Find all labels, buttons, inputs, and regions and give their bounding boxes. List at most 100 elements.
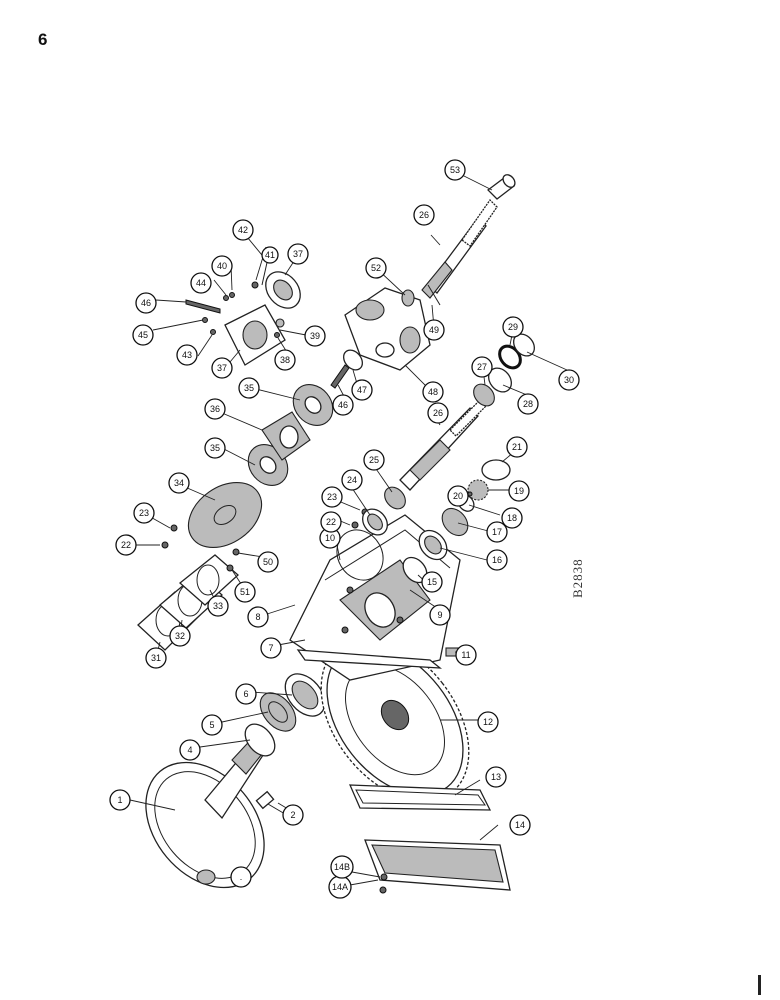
large-gear-part	[320, 637, 470, 803]
callout-17: 17	[486, 521, 508, 543]
svg-text:11: 11	[461, 650, 470, 660]
svg-text:14: 14	[515, 820, 525, 830]
callout-35b: 35	[238, 377, 260, 399]
callout-30: 30	[558, 369, 580, 391]
screw-part-14a	[379, 886, 387, 894]
svg-text:25: 25	[369, 455, 379, 465]
svg-text:31: 31	[151, 653, 161, 663]
screw-part-22b	[351, 521, 359, 529]
housing-part	[289, 514, 461, 681]
svg-text:21: 21	[512, 442, 522, 452]
svg-text:34: 34	[174, 478, 184, 488]
svg-text:51: 51	[240, 587, 250, 597]
sleeve-part-53	[487, 174, 516, 200]
axle-shaft-part-26b	[421, 198, 498, 299]
callout-12: 12	[477, 711, 499, 733]
callout-33: 33	[207, 595, 229, 617]
cup-part-6	[284, 673, 326, 717]
actuator-part-36	[261, 411, 311, 461]
callout-26a: 26	[427, 402, 449, 424]
cup-part-24	[362, 508, 388, 536]
pin-part-44	[223, 295, 229, 301]
callout-43: 43	[176, 344, 198, 366]
callout-37a: 37	[211, 357, 233, 379]
page-number: 6	[38, 30, 48, 49]
callout-32: 32	[169, 625, 191, 647]
bearing-part-25	[384, 486, 406, 510]
callout-38: 38	[274, 349, 296, 371]
callout-8: 8	[247, 606, 269, 628]
bearing-part-52	[401, 289, 415, 307]
washer-part-14b	[380, 873, 388, 881]
svg-text:6: 6	[243, 689, 248, 699]
callout-18: 18	[501, 507, 523, 529]
svg-text:26: 26	[419, 210, 429, 220]
bolt-part-2	[255, 790, 286, 815]
callout-37b: 37	[287, 243, 309, 265]
callout-48: 48	[422, 381, 444, 403]
svg-text:20: 20	[453, 491, 463, 501]
svg-text:47: 47	[357, 385, 367, 395]
svg-text:40: 40	[217, 261, 227, 271]
callout-1: 1	[109, 789, 131, 811]
svg-text:45: 45	[138, 330, 148, 340]
callout-15: 15	[421, 571, 443, 593]
svg-text:50: 50	[263, 557, 273, 567]
gear-part-19	[467, 479, 489, 501]
pin-part-49	[427, 284, 441, 306]
callout-29: 29	[502, 316, 524, 338]
cover-part-14	[364, 839, 511, 891]
svg-text:14A: 14A	[332, 882, 348, 892]
svg-text:37: 37	[293, 249, 303, 259]
svg-text:22: 22	[326, 517, 336, 527]
ring-part-4	[244, 723, 276, 757]
svg-text:35: 35	[244, 383, 254, 393]
callout-23a: 23	[133, 502, 155, 524]
svg-text:28: 28	[523, 399, 533, 409]
screw-part-23a	[170, 524, 178, 532]
svg-text:7: 7	[268, 643, 273, 653]
bolt-part-46a	[185, 299, 221, 314]
page-edge-mark	[758, 975, 761, 995]
svg-text:15: 15	[427, 577, 437, 587]
svg-text:1: 1	[117, 795, 122, 805]
bearing-part-27	[473, 383, 495, 407]
svg-text:35: 35	[210, 443, 220, 453]
svg-text:46: 46	[141, 298, 151, 308]
part-drawings	[137, 174, 535, 894]
callout-19: 19	[508, 480, 530, 502]
gasket-part-33	[178, 554, 239, 606]
svg-text:9: 9	[437, 610, 442, 620]
svg-text:33: 33	[213, 601, 223, 611]
callout-40: 40	[211, 255, 233, 277]
svg-text:23: 23	[327, 492, 337, 502]
differential-case-part-48	[344, 287, 431, 371]
bolt-part-41	[251, 281, 259, 289]
svg-text:16: 16	[492, 555, 502, 565]
svg-text:41: 41	[265, 250, 275, 260]
callout-49: 49	[423, 319, 445, 341]
callout-42: 42	[232, 219, 254, 241]
washer-part-45	[202, 317, 208, 323]
callout-39: 39	[304, 325, 326, 347]
callout-14a: 14A	[328, 875, 352, 899]
callout-14: 14	[509, 814, 531, 836]
callout-36: 36	[204, 398, 226, 420]
svg-text:18: 18	[507, 513, 517, 523]
callout-16: 16	[486, 549, 508, 571]
callout-45: 45	[132, 324, 154, 346]
pin-part-40	[229, 292, 235, 298]
screw-part-22a	[161, 541, 169, 549]
screw-part-51	[226, 564, 234, 572]
svg-text:24: 24	[347, 475, 357, 485]
svg-text:30: 30	[564, 375, 574, 385]
callout-46b: 46	[332, 394, 354, 416]
svg-text:14B: 14B	[334, 862, 350, 872]
callout-47: 47	[351, 379, 373, 401]
svg-text:26: 26	[433, 408, 443, 418]
svg-text:5: 5	[209, 720, 214, 730]
gasket-part-13	[348, 784, 492, 811]
svg-text:53: 53	[450, 165, 460, 175]
svg-text:48: 48	[428, 387, 438, 397]
callout-26b: 26	[413, 204, 435, 226]
